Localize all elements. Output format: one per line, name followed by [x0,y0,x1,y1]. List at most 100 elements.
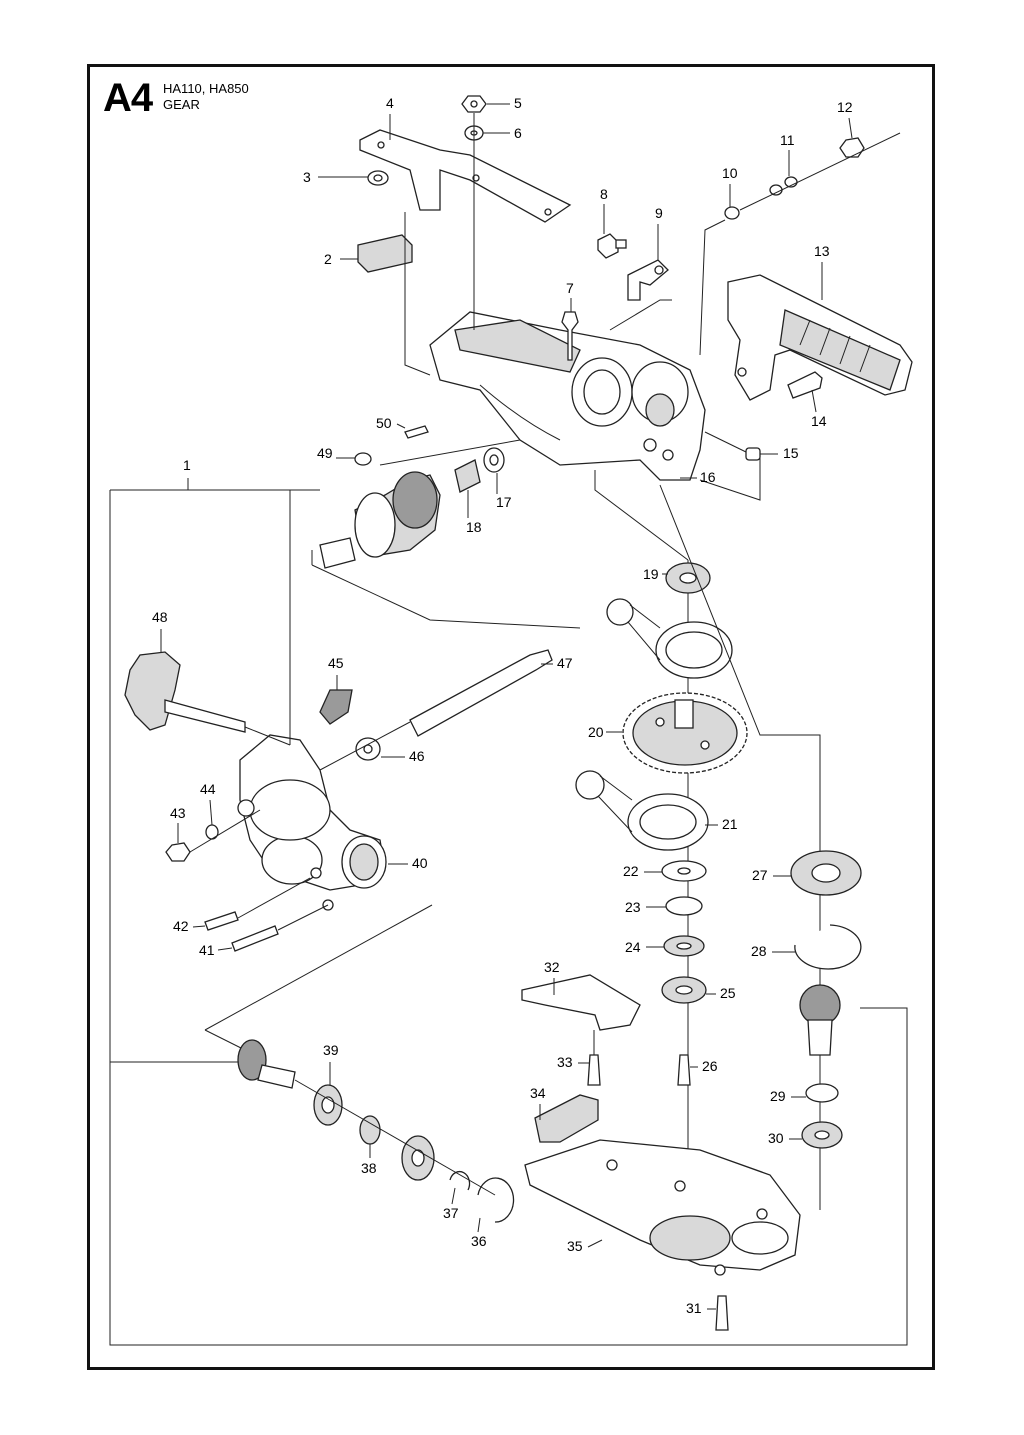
part-number-20: 20 [588,724,604,740]
leader-line-41 [217,947,233,951]
part-number-30: 30 [768,1130,784,1146]
leader-line-14 [811,389,817,413]
bearing-18 [454,459,481,493]
part-number-18: 18 [466,519,482,535]
gear-20 [622,692,748,774]
leader-line-35 [587,1239,603,1248]
part-number-9: 9 [655,205,663,221]
part-number-41: 41 [199,942,215,958]
cap-15 [745,447,761,461]
part-number-10: 10 [722,165,738,181]
part-number-17: 17 [496,494,512,510]
part-number-13: 13 [814,243,830,259]
key-2 [357,234,413,273]
part-number-22: 22 [623,863,639,879]
leader-line-42 [192,925,206,928]
screw-7 [561,311,579,361]
group-title: GEAR [163,97,200,112]
bevel-gear-shaft [319,471,441,569]
part-number-46: 46 [409,748,425,764]
part-number-16: 16 [700,469,716,485]
part-number-36: 36 [471,1233,487,1249]
part-number-37: 37 [443,1205,459,1221]
section-id: A4 [103,76,153,120]
part-number-29: 29 [770,1088,786,1104]
part-number-32: 32 [544,959,560,975]
leader-line-12 [848,117,853,139]
part-number-39: 39 [323,1042,339,1058]
screw-41 [231,925,279,952]
part-number-23: 23 [625,899,641,915]
part-number-43: 43 [170,805,186,821]
part-number-3: 3 [303,169,311,185]
part-number-44: 44 [200,781,216,797]
block-34 [534,1094,599,1143]
clip-9 [627,259,669,301]
part-number-26: 26 [702,1058,718,1074]
bush-38 [359,1115,381,1145]
washer-44 [205,824,219,840]
part-number-31: 31 [686,1300,702,1316]
part-number-2: 2 [324,251,332,267]
screw-50 [404,425,429,439]
gear-housing-40 [237,734,387,911]
leader-line-36 [477,1217,481,1233]
part-number-25: 25 [720,985,736,1001]
ring-29 [805,1083,839,1103]
handle-13 [727,274,913,401]
bracket-plate [359,129,572,223]
shaft-47 [409,649,553,737]
part-number-14: 14 [811,413,827,429]
part-number-33: 33 [557,1054,573,1070]
link-21a [606,598,733,679]
nut-43 [165,842,191,862]
washer-11a [769,184,783,196]
wedge-45 [319,689,353,725]
part-number-7: 7 [566,280,574,296]
diagram-frame [87,64,935,1370]
base-plate-35 [524,1139,801,1276]
screw-14 [787,371,823,399]
part-number-12: 12 [837,99,853,115]
part-number-35: 35 [567,1238,583,1254]
part-number-27: 27 [752,867,768,883]
circlip-37 [449,1171,471,1191]
link-21b [575,770,709,851]
part-number-28: 28 [751,943,767,959]
part-number-24: 24 [625,939,641,955]
part-number-8: 8 [600,186,608,202]
part-number-1: 1 [183,457,191,473]
model-list: HA110, HA850 [163,81,249,96]
knob-48 [124,651,246,733]
leader-line-37 [451,1187,456,1205]
part-number-5: 5 [514,95,522,111]
screw-33 [587,1054,601,1086]
washer-49 [354,452,372,466]
circlip-28 [794,924,862,970]
washer-10 [724,206,740,220]
ring-23 [665,896,703,916]
part-number-38: 38 [361,1160,377,1176]
leader-line-44 [209,799,213,826]
pinion-shaft [237,1039,296,1089]
part-number-19: 19 [643,566,659,582]
screw-26 [677,1054,691,1086]
pinion-29 [799,984,841,1056]
part-number-49: 49 [317,445,333,461]
leader-line-50 [396,423,406,429]
part-number-34: 34 [530,1085,546,1101]
part-number-40: 40 [412,855,428,871]
part-number-50: 50 [376,415,392,431]
nut-12 [839,137,865,158]
assembly-bracket [109,478,908,1346]
circlip-36 [477,1177,515,1223]
bracket-32 [521,974,641,1031]
screw-42 [204,911,239,931]
part-number-15: 15 [783,445,799,461]
part-number-47: 47 [557,655,573,671]
part-number-42: 42 [173,918,189,934]
part-number-6: 6 [514,125,522,141]
part-number-4: 4 [386,95,394,111]
